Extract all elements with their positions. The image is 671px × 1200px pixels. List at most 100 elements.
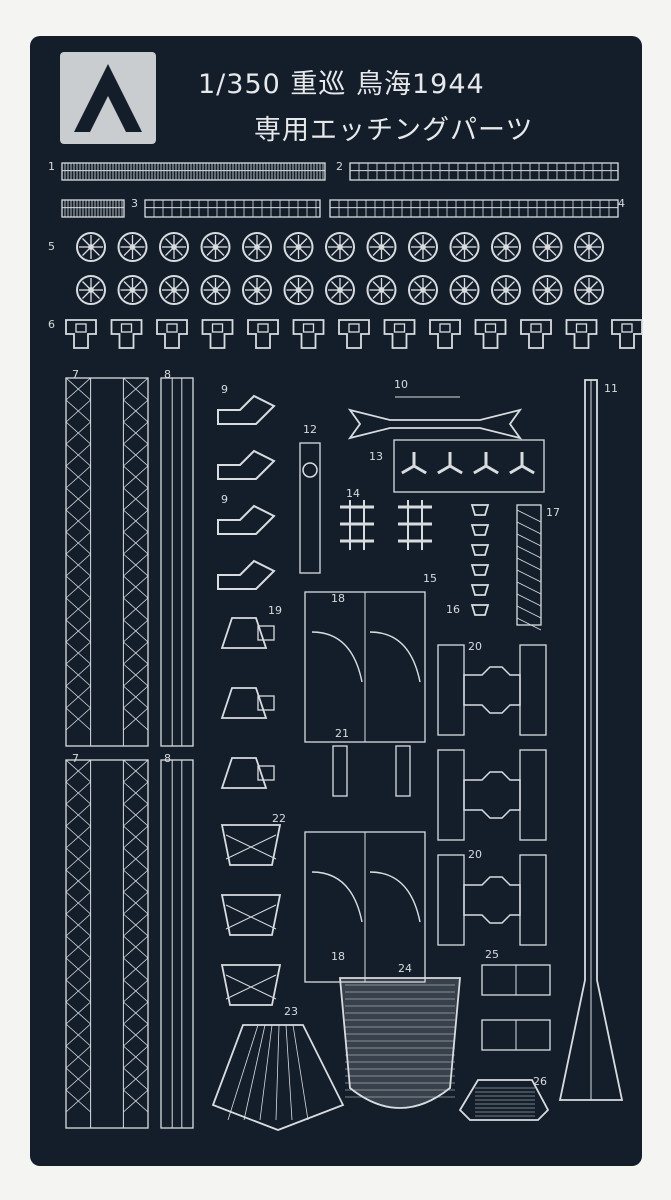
bracket-slot	[484, 323, 497, 333]
mast-part-7	[65, 377, 149, 747]
bracket-slot	[166, 323, 178, 333]
wheel-spoke	[341, 238, 349, 246]
mast-part-7b-brace	[123, 825, 149, 849]
wheel-spoke	[217, 248, 225, 256]
wheel-spoke	[331, 248, 339, 256]
frame-part-22	[220, 824, 282, 866]
wheel-spoke	[507, 238, 515, 246]
wheel-spoke	[248, 248, 256, 256]
mast-part-7-brace	[123, 685, 149, 709]
wheel-spoke	[549, 248, 557, 256]
bracket-part-6	[201, 319, 234, 349]
wheel-spoke	[580, 238, 588, 246]
wheel-hub	[295, 244, 302, 250]
cover-tab	[257, 765, 275, 781]
mast-part-7-brace	[123, 707, 149, 731]
wheel-spoke	[300, 238, 308, 246]
wheel-part-5	[491, 275, 521, 305]
mast-part-7-brace	[123, 663, 149, 687]
mast-part-7b	[65, 759, 149, 1129]
wheel-spoke	[206, 248, 214, 256]
mast-part-7b-brace	[123, 935, 149, 959]
wheel-spoke	[424, 291, 432, 299]
gantry-part-20b	[519, 749, 547, 841]
propeller-blade	[521, 464, 535, 475]
wheel-part-5	[532, 275, 563, 305]
duct-part-9	[217, 449, 276, 480]
wheel-spoke	[580, 281, 588, 289]
truss-brace	[516, 533, 542, 547]
wheel-part-5	[242, 275, 272, 305]
wheel-spoke	[300, 248, 308, 256]
part-number-label: 6	[48, 318, 55, 331]
part-number-label: 7	[72, 752, 79, 765]
cup-part-16	[470, 544, 490, 556]
mast-part-7-brace	[123, 597, 149, 621]
cover-part-19	[220, 687, 268, 719]
wheel-hub	[503, 287, 509, 293]
mast-part-7b-brace	[65, 1067, 91, 1091]
mast-part-7b-brace	[65, 935, 91, 959]
part-number-label: 11	[604, 382, 618, 395]
gantry-part-20	[437, 644, 465, 736]
wheel-spoke	[424, 281, 432, 289]
bracket-part-6	[565, 319, 598, 349]
wheel-spoke	[424, 248, 432, 256]
wheel-spoke	[538, 281, 546, 289]
wheel-hub	[586, 244, 592, 250]
cup-part-16	[470, 524, 490, 536]
wheel-spoke	[165, 281, 173, 289]
mast-part-7b-brace	[123, 957, 149, 981]
railing-part-2	[349, 162, 619, 181]
mast-part-7b-brace	[123, 979, 149, 1003]
wheel-spoke	[123, 238, 131, 246]
mast-part-7-brace	[123, 377, 149, 401]
wheel-spoke	[466, 281, 474, 289]
wheel-part-5	[76, 275, 106, 305]
wheel-spoke	[507, 281, 515, 289]
hood-rib	[292, 1024, 309, 1121]
part-number-label: 10	[394, 378, 408, 391]
wheel-spoke	[92, 248, 100, 256]
bracket-slot	[302, 323, 315, 333]
wheel-hub	[212, 287, 219, 293]
cover-part-19	[220, 757, 268, 789]
wheel-part-5	[283, 275, 314, 305]
bracket-part-6	[383, 319, 416, 349]
bracket-curve	[369, 631, 421, 683]
truss-brace	[516, 581, 542, 595]
duct-part-9	[217, 504, 276, 535]
wheel-spoke	[82, 281, 90, 289]
mast-part-7-brace	[65, 575, 91, 599]
wheel-part-5	[408, 232, 438, 262]
wheel-spoke	[538, 291, 546, 299]
bracket-part-6	[110, 319, 143, 349]
truss-brace	[516, 617, 542, 631]
wheel-spoke	[248, 281, 256, 289]
wheel-hub	[212, 244, 219, 250]
propeller-blade	[473, 464, 487, 475]
part-number-label: 7	[72, 368, 79, 381]
gantry-part-20	[437, 749, 465, 841]
pole-ring	[302, 462, 318, 478]
wheel-spoke	[134, 248, 142, 256]
sheet-subtitle: 専用エッチングパーツ	[254, 115, 534, 146]
part-number-label: 25	[485, 948, 499, 961]
gantry-part-20b	[519, 854, 547, 946]
wheel-spoke	[497, 238, 505, 246]
bracket-slot	[575, 323, 588, 333]
mast-part-7-brace	[123, 641, 149, 665]
wheel-spoke	[92, 238, 100, 246]
mast-part-7b-brace	[65, 803, 91, 827]
wheel-part-5	[117, 275, 148, 305]
truss-part-17	[516, 504, 542, 626]
part-number-label: 14	[346, 487, 360, 500]
mast-part-7-brace	[65, 421, 91, 445]
part-number-label: 23	[284, 1005, 298, 1018]
part-number-label: 16	[446, 603, 460, 616]
wheel-spoke	[590, 291, 598, 299]
mast-part-7b-brace	[65, 1001, 91, 1025]
mast-part-7b-brace	[65, 913, 91, 937]
truss-brace	[516, 593, 542, 607]
wheel-spoke	[300, 281, 308, 289]
